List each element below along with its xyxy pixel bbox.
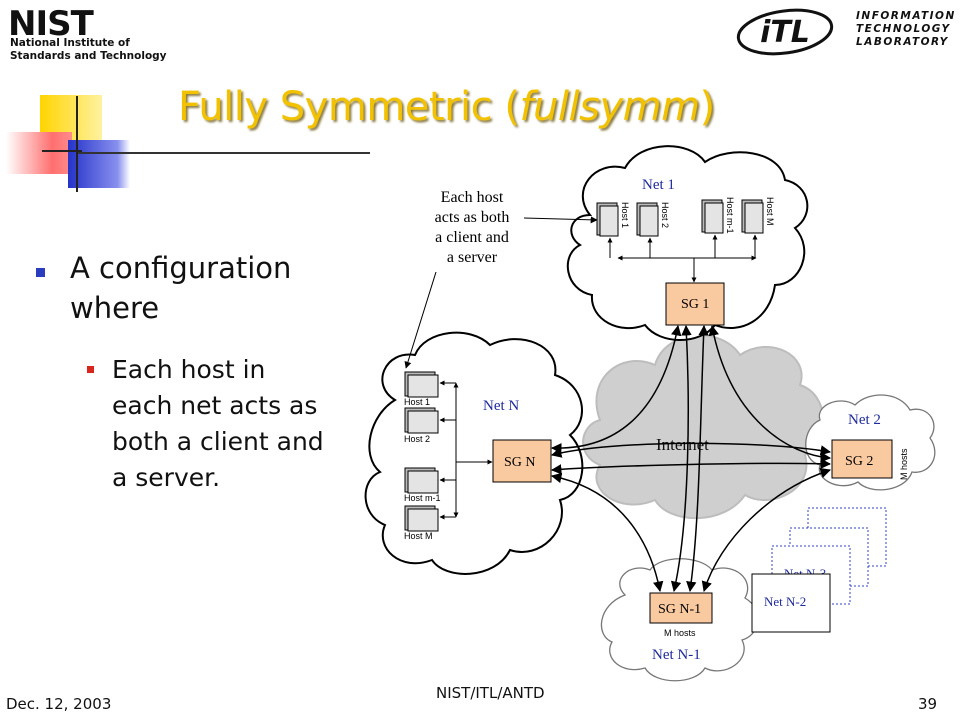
link-sg1-sgN (550, 324, 682, 454)
link-sg1-sgN1-b (686, 324, 709, 593)
callout-line-2: acts as both (435, 209, 510, 226)
net1-sg-label: SG 1 (681, 297, 709, 312)
slide-title: Fully Symmetric (fullsymm) (178, 84, 715, 130)
itl-line-1: INFORMATION (856, 10, 956, 22)
itl-logo-word: iTL (760, 15, 810, 50)
netN1-label: Net N-1 (652, 647, 701, 663)
net1-host-m-label: Host M (765, 197, 775, 226)
title-suffix: ) (699, 84, 716, 130)
title-deco-red-square (6, 132, 72, 174)
nist-logo-line2: Standards and Technology (10, 50, 167, 62)
title-italic: fullsymm (519, 84, 700, 130)
title-deco-blue-square (68, 140, 130, 188)
netN-sg-label: SG N (504, 455, 536, 470)
netN1-hosts-note: M hosts (664, 628, 696, 638)
bullet-level1: A configuration where (70, 251, 292, 325)
bullet-marker-level2 (87, 366, 94, 373)
title-deco-vertical-line (76, 96, 78, 192)
net1-host-m-1: Host m-1 (701, 197, 735, 234)
netN-host-2-label: Host 2 (404, 434, 430, 444)
footer-center: NIST/ITL/ANTD (436, 684, 545, 702)
footer-date: Dec. 12, 2003 (6, 695, 112, 713)
net2-sg-box (831, 439, 893, 479)
nist-logo: NIST National Institute of Standards and… (4, 4, 167, 62)
net1-sg-box (665, 282, 725, 326)
bullet-marker-level1 (36, 268, 45, 277)
net1-label: Net 1 (642, 177, 675, 193)
nist-logo-word: NIST (8, 4, 94, 44)
link-sg1-sg2 (708, 324, 832, 463)
callout-line-3: a client and (435, 229, 509, 246)
net1-host-m: Host M (741, 197, 775, 234)
callout-line-1: Each host (441, 189, 504, 206)
net1-host-1-label: Host 1 (620, 202, 630, 228)
callout: Each host acts as both a client and a se… (404, 189, 598, 369)
netN2-label: Net N-2 (764, 594, 806, 609)
netN-sg-box (492, 439, 552, 483)
link-sg2-sgN1 (701, 468, 831, 593)
net1-host-m-1-label: Host m-1 (725, 197, 735, 234)
nist-logo-line1: National Institute of (10, 37, 130, 49)
net1-host-1: Host 1 (596, 202, 630, 237)
netN-host-m-1: Host m-1 (404, 467, 441, 503)
netN1-cloud: SG N-1 M hosts Net N-1 (600, 558, 759, 682)
netN-host-1: Host 1 (404, 371, 439, 407)
net2-hosts-note: M hosts (899, 448, 909, 480)
netN-host-1-label: Host 1 (404, 397, 430, 407)
gateway-links (550, 324, 832, 593)
netN-label: Net N (483, 398, 519, 414)
netN1-sg-label: SG N-1 (658, 602, 701, 617)
title-underline (78, 152, 370, 154)
net2-cloud: Net 2 SG 2 M hosts (805, 394, 936, 491)
netN-cloud: Net N Host 1 Host 2 Host m-1 Host M SG N (364, 331, 584, 575)
itl-logo: iTL (736, 8, 834, 56)
internet-label: Internet (656, 435, 709, 454)
footer-page-number: 39 (918, 695, 938, 713)
bullet-level2: Each host in each net acts as both a cli… (112, 355, 324, 492)
net1-host-2-label: Host 2 (660, 202, 670, 228)
itl-line-2: TECHNOLOGY (856, 23, 951, 35)
net1-host-2: Host 2 (636, 202, 670, 237)
netN-host-m: Host M (404, 505, 439, 541)
title-deco-horizontal-line (42, 150, 82, 152)
netN-host-m-label: Host M (404, 531, 433, 541)
net2-sg-label: SG 2 (845, 454, 873, 469)
itl-logo-text: INFORMATION TECHNOLOGY LABORATORY (856, 10, 956, 49)
callout-line-4: a server (447, 249, 498, 266)
link-sgN-sgN1 (550, 472, 664, 593)
netN1-sg-box (649, 592, 713, 624)
net1-cloud: Net 1 Host 1 Host 2 Host m-1 Host M (566, 145, 809, 341)
netN-host-2: Host 2 (404, 407, 439, 444)
netN-host-m-1-label: Host m-1 (404, 493, 441, 503)
itl-line-3: LABORATORY (856, 36, 949, 48)
title-prefix: Fully Symmetric ( (178, 84, 520, 130)
net2-label: Net 2 (848, 412, 881, 428)
